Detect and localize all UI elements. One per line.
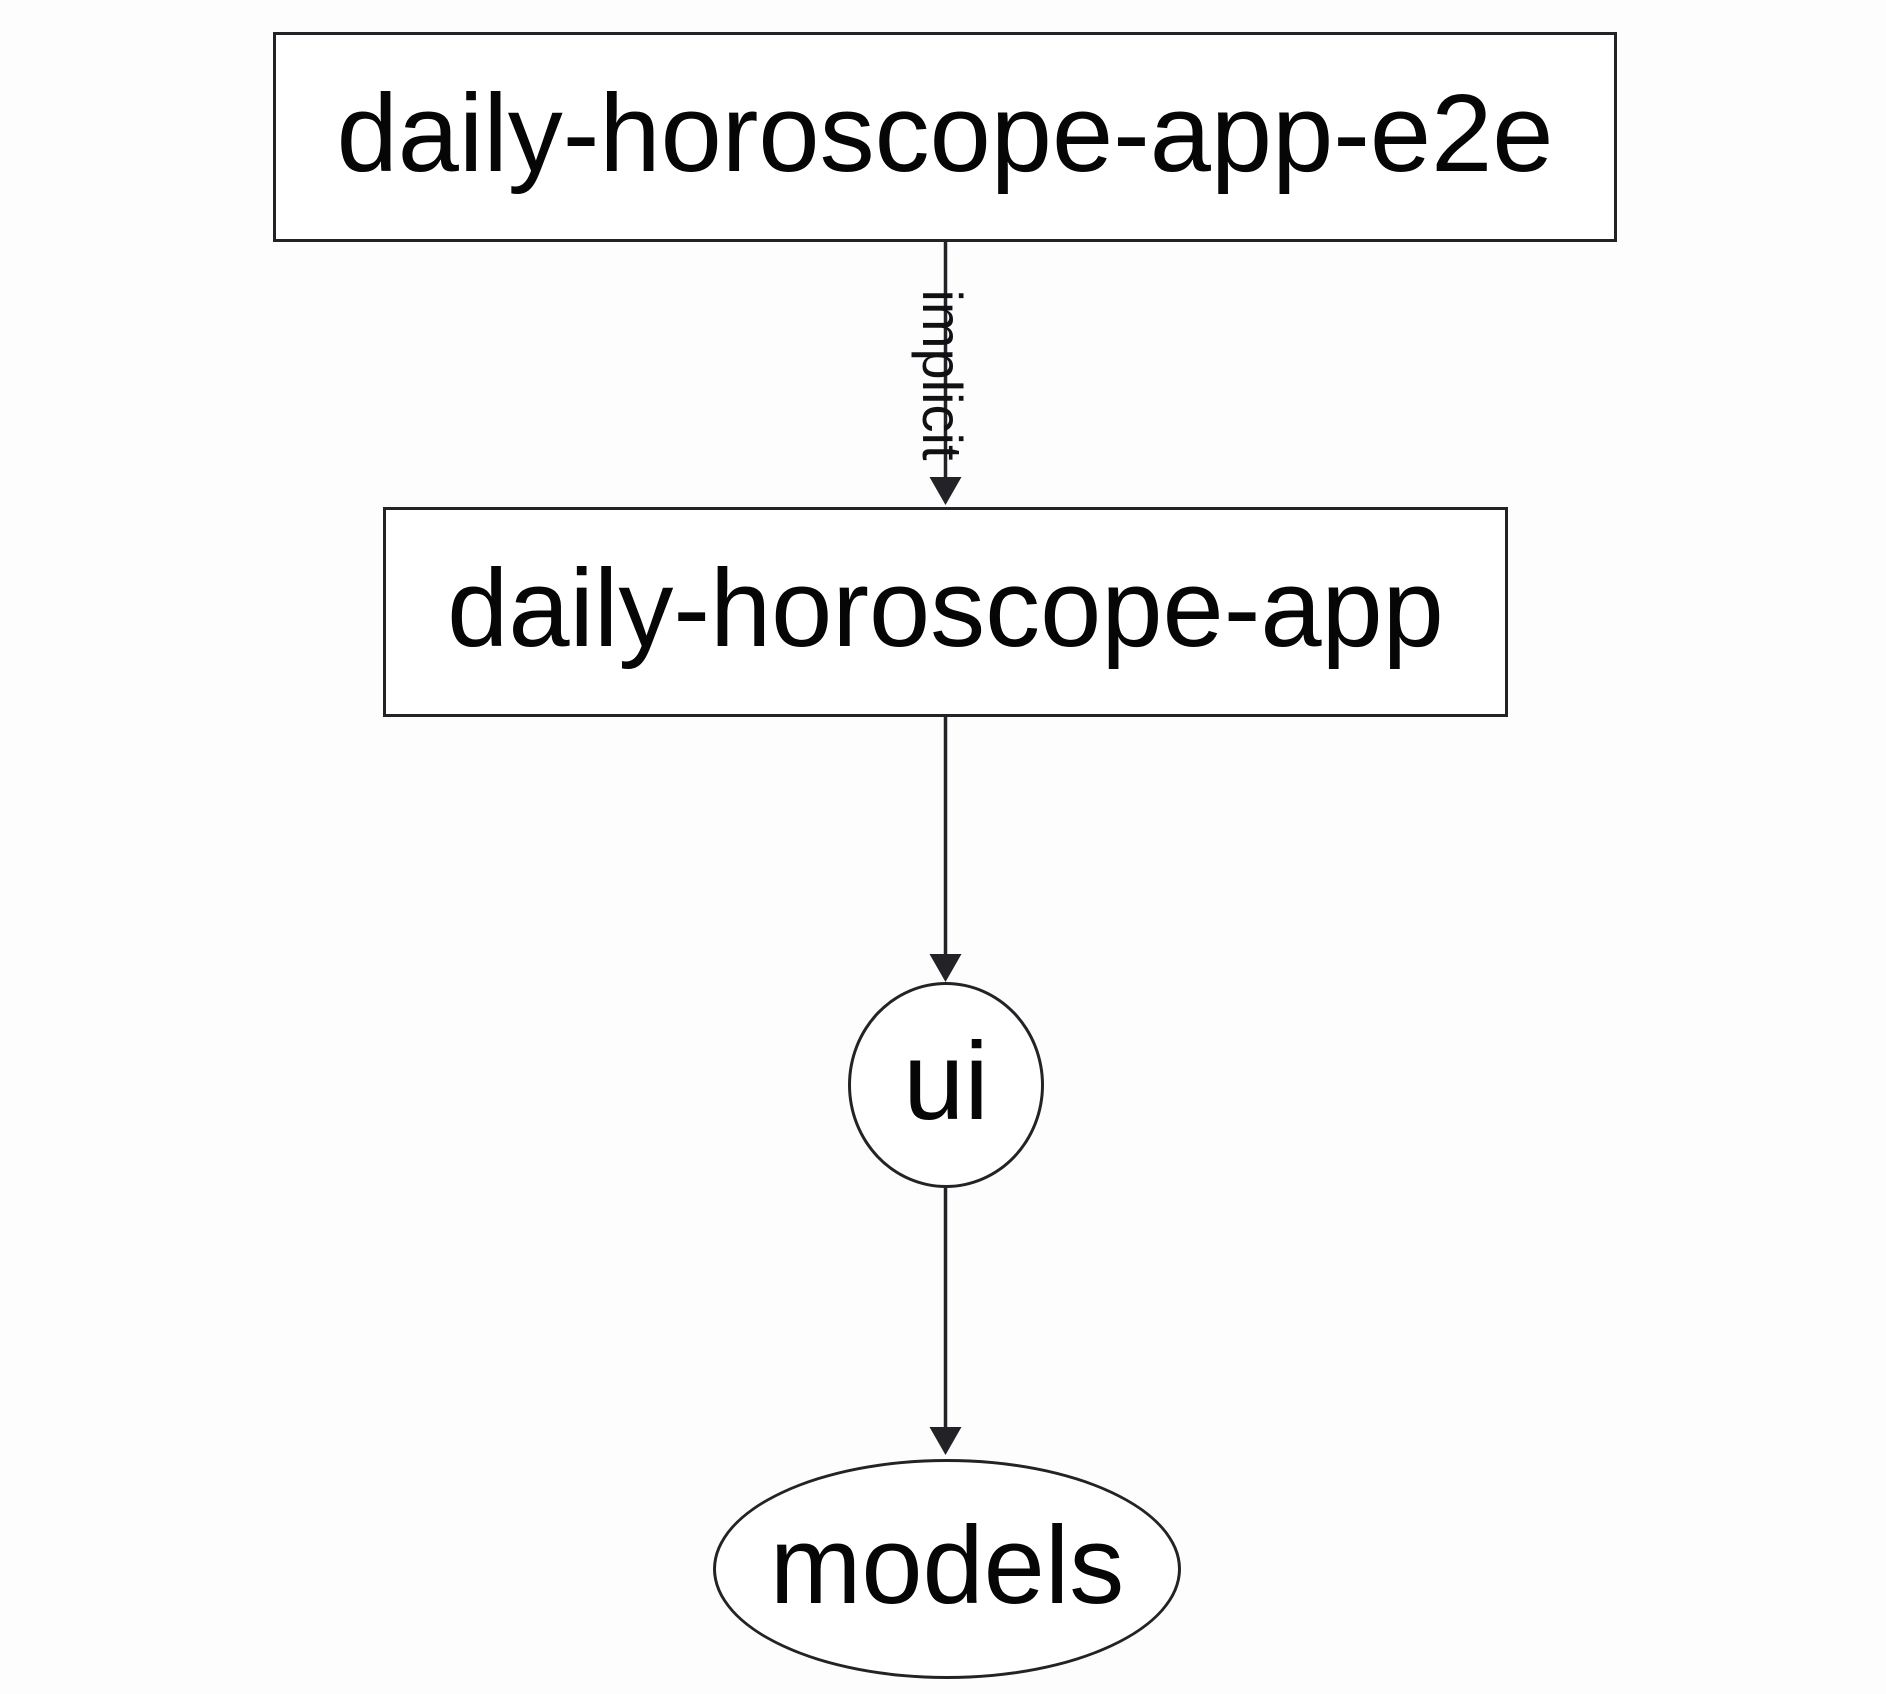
- node-label: models: [769, 1504, 1125, 1627]
- node-daily-horoscope-app-e2e[interactable]: daily-horoscope-app-e2e: [273, 32, 1617, 242]
- node-label: ui: [903, 1020, 989, 1143]
- arrowhead-icon: [929, 954, 962, 982]
- node-models[interactable]: models: [713, 1459, 1181, 1679]
- node-label: daily-horoscope-app: [447, 547, 1444, 670]
- node-label: daily-horoscope-app-e2e: [336, 72, 1554, 195]
- node-daily-horoscope-app[interactable]: daily-horoscope-app: [383, 507, 1508, 717]
- edge-app-to-ui: [929, 717, 962, 982]
- edge-e2e-to-app: implicit: [911, 242, 974, 505]
- arrowhead-icon: [929, 477, 962, 505]
- arrowhead-icon: [929, 1427, 962, 1455]
- node-ui[interactable]: ui: [848, 982, 1044, 1188]
- edge-label-implicit: implicit: [911, 289, 974, 461]
- edge-ui-to-models: [929, 1188, 962, 1455]
